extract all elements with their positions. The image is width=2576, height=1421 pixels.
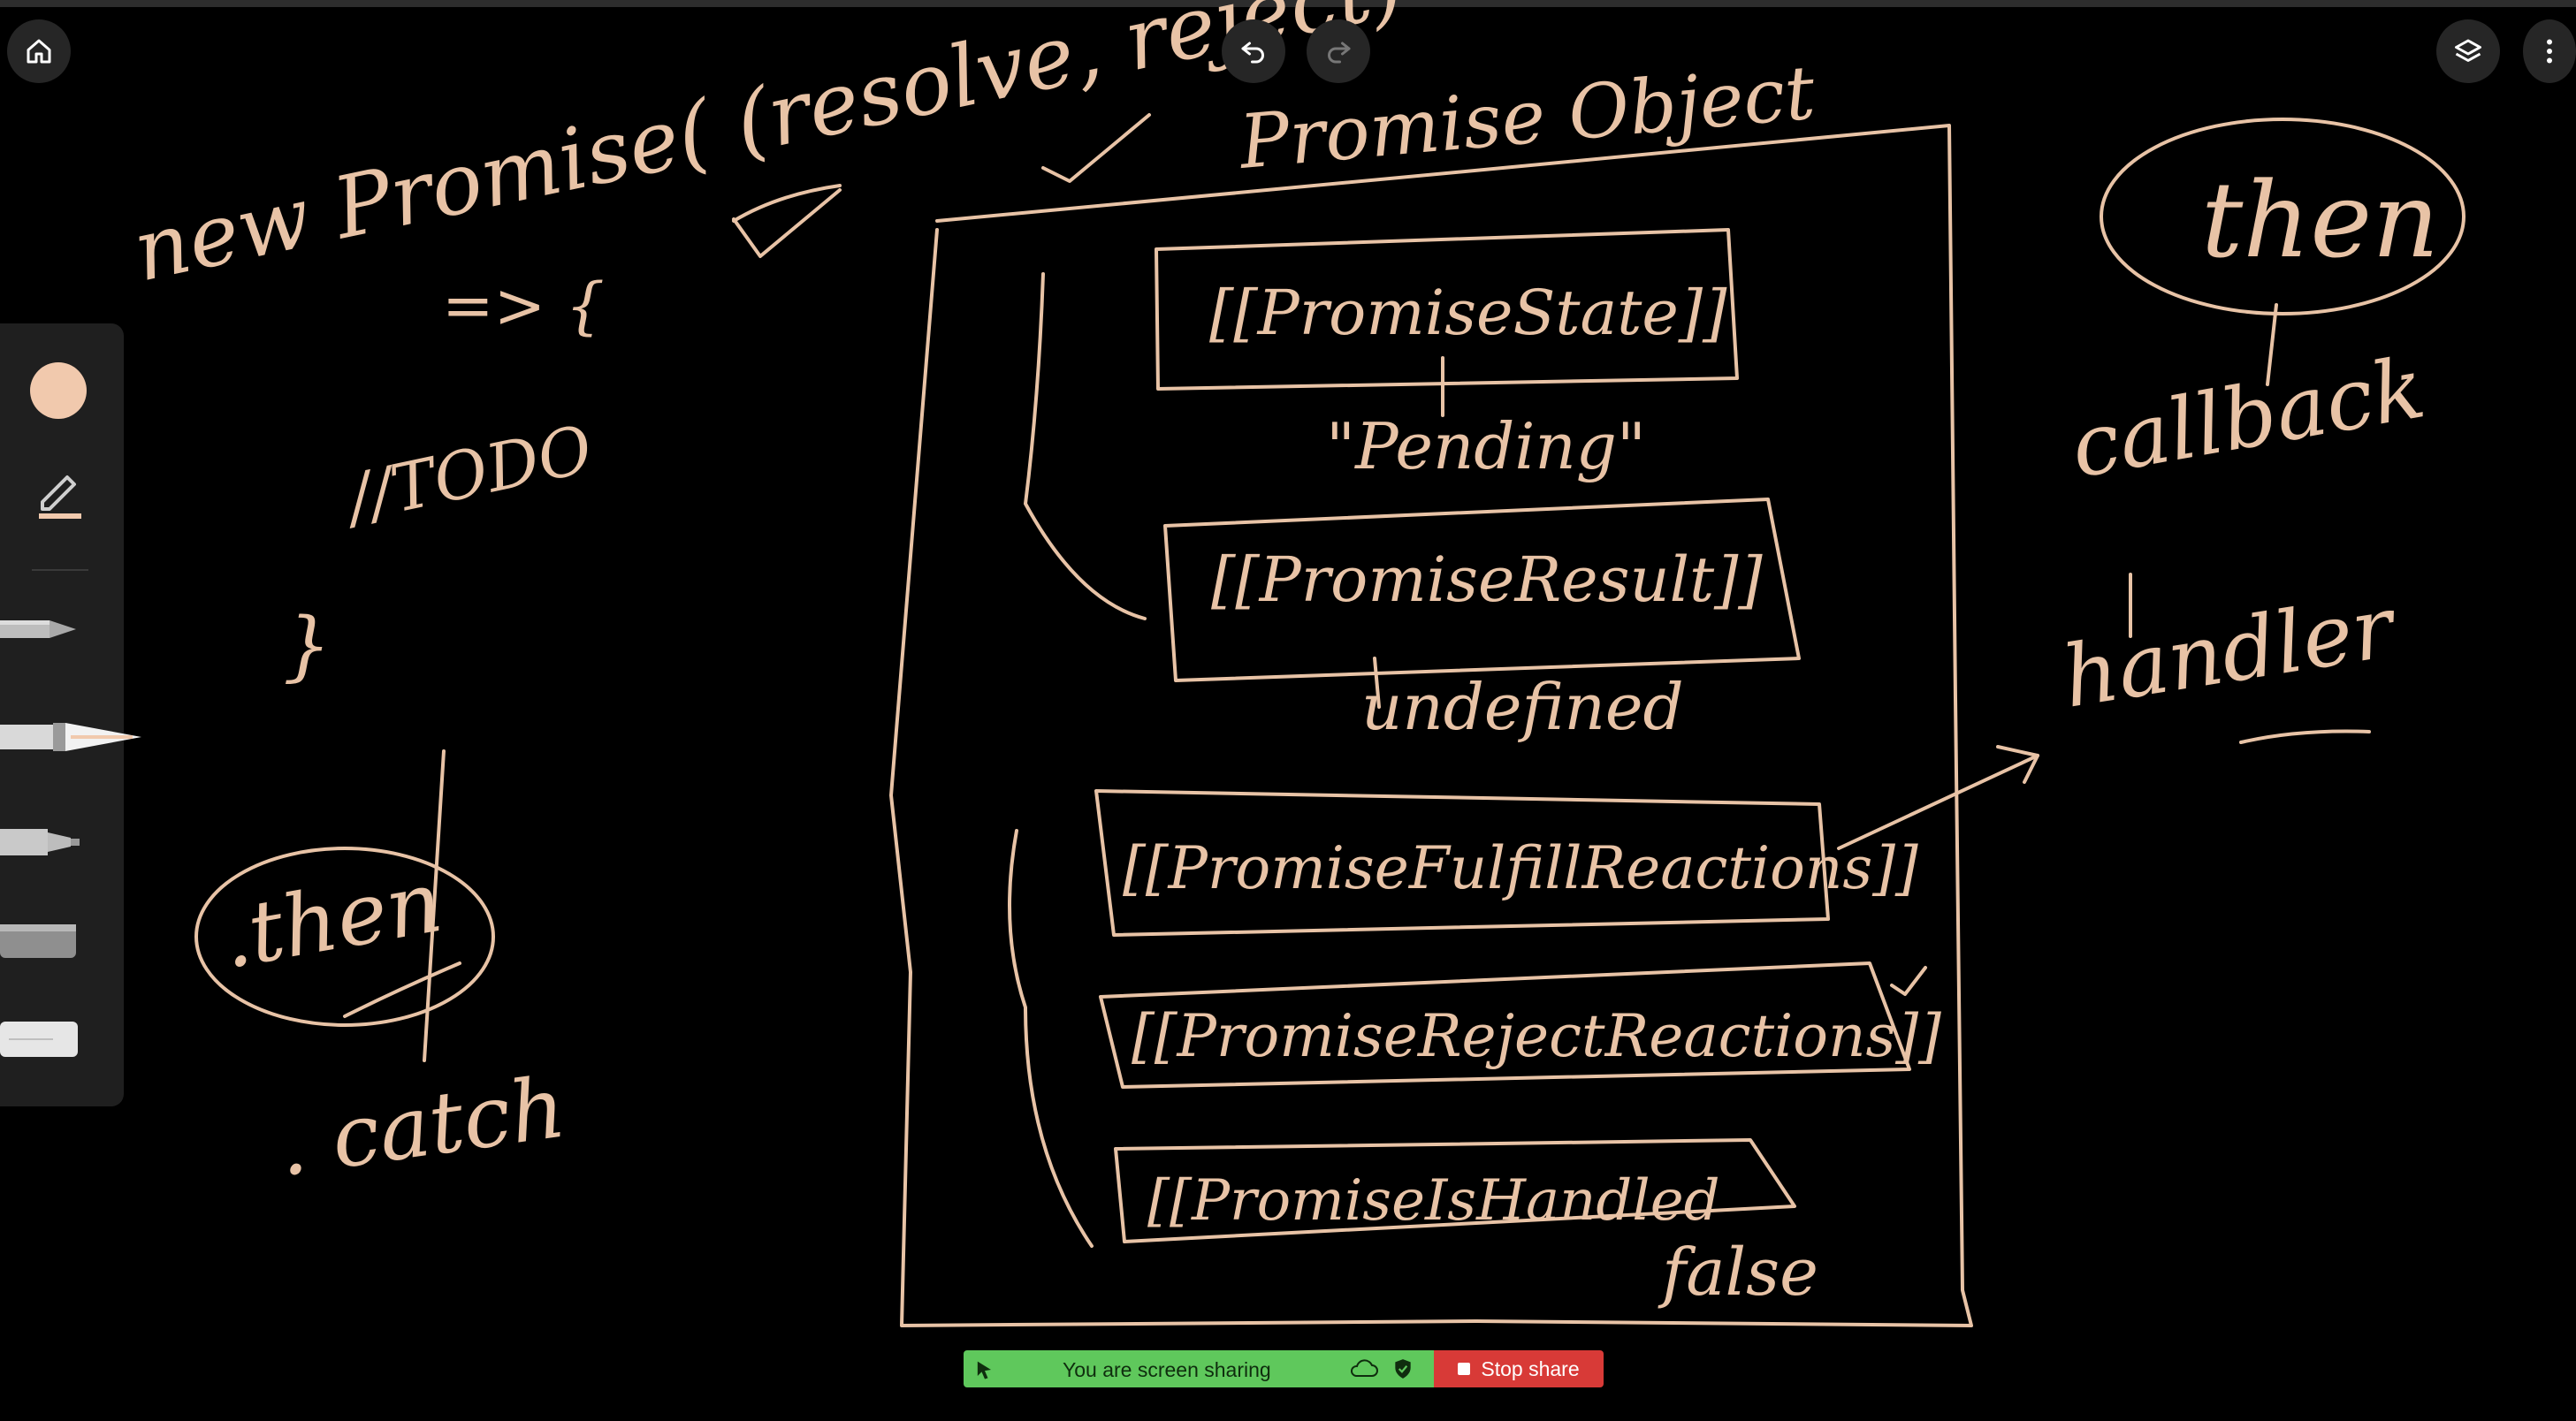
window-top-border xyxy=(0,0,2576,7)
screen-share-bar: You are screen sharing Stop share xyxy=(964,1350,1604,1387)
undo-button[interactable] xyxy=(1222,19,1285,83)
eraser-tool-icon[interactable] xyxy=(0,1013,81,1062)
reject-slot-text: [[PromiseRejectReactions]] xyxy=(1132,1002,1941,1070)
fulfill-slot-text: [[PromiseFulfillReactions]] xyxy=(1123,834,1918,902)
stop-share-label: Stop share xyxy=(1481,1356,1580,1380)
cloud-icon xyxy=(1351,1359,1378,1377)
handled-value-text: false xyxy=(1658,1235,1818,1311)
then-text-right: then xyxy=(2201,159,2439,281)
stop-icon xyxy=(1458,1363,1471,1375)
check-mark-2 xyxy=(1041,113,1151,183)
handled-slot-text: [[PromiseIsHandled xyxy=(1147,1168,1720,1234)
reject-check-mark xyxy=(1890,966,1927,996)
state-slot-text: [[PromiseState]] xyxy=(1209,277,1727,349)
then-underline xyxy=(343,961,461,1018)
redo-icon xyxy=(1328,42,1351,64)
fulfill-to-handler-arrow xyxy=(1837,754,2039,850)
close-brace-text: } xyxy=(283,602,332,690)
home-icon xyxy=(27,39,51,64)
redo-button[interactable] xyxy=(1307,19,1370,83)
reject-slot-box xyxy=(1099,961,1911,1089)
tools-divider xyxy=(32,569,88,571)
then-circle-right xyxy=(2100,118,2465,315)
result-arrow xyxy=(1373,657,1381,709)
pencil-settings-icon[interactable] xyxy=(32,463,88,520)
then-circle xyxy=(194,847,495,1027)
fulfill-arrow-head xyxy=(1996,745,2039,784)
color-swatch[interactable] xyxy=(30,362,87,419)
resolve-underline xyxy=(732,184,842,223)
callback-text: callback xyxy=(2064,338,2432,497)
drawing-tools-panel xyxy=(0,323,141,1106)
callback-arrow xyxy=(2266,303,2278,386)
arrow-brace-text: => { xyxy=(442,270,605,342)
internal-slots-bracket-1 xyxy=(1024,272,1147,620)
internal-slots-bracket-2 xyxy=(1008,829,1094,1248)
state-slot-box xyxy=(1155,228,1739,391)
todo-text: //TODO xyxy=(336,411,599,538)
then-strike-line xyxy=(423,749,446,1062)
handler-underline xyxy=(2239,729,2371,744)
stop-share-button[interactable]: Stop share xyxy=(1434,1350,1604,1387)
constructor-text: new Promise( (resolve, reject) xyxy=(125,0,1412,300)
home-button[interactable] xyxy=(7,19,71,83)
chalk-tool-icon[interactable] xyxy=(0,916,81,965)
promise-object-box xyxy=(889,124,1973,1327)
more-button[interactable] xyxy=(2523,19,2576,83)
more-vertical-icon xyxy=(2547,39,2552,64)
undo-icon xyxy=(1241,42,1264,64)
then-text-left: .then xyxy=(215,852,449,988)
state-value-text: "Pending" xyxy=(1326,409,1646,483)
sharing-status[interactable]: You are screen sharing xyxy=(964,1350,1434,1387)
check-mark-1 xyxy=(732,188,842,258)
result-slot-text: [[PromiseResult]] xyxy=(1211,543,1763,616)
result-value-text: undefined xyxy=(1361,670,1684,744)
sharing-status-text: You are screen sharing xyxy=(1063,1358,1271,1381)
handler-text: handler xyxy=(2056,577,2405,727)
share-pointer-icon xyxy=(977,1361,991,1379)
fountain-pen-tool-icon[interactable] xyxy=(0,712,145,762)
result-slot-box xyxy=(1163,498,1801,682)
marker-tool-icon[interactable] xyxy=(0,818,81,864)
fulfill-slot-box xyxy=(1094,789,1830,937)
handled-slot-box xyxy=(1114,1138,1796,1243)
layers-button[interactable] xyxy=(2436,19,2500,83)
layers-icon xyxy=(2455,39,2481,62)
catch-text: . catch xyxy=(272,1057,572,1195)
pen-tool-icon[interactable] xyxy=(0,608,81,650)
shield-check-icon xyxy=(1395,1359,1411,1379)
